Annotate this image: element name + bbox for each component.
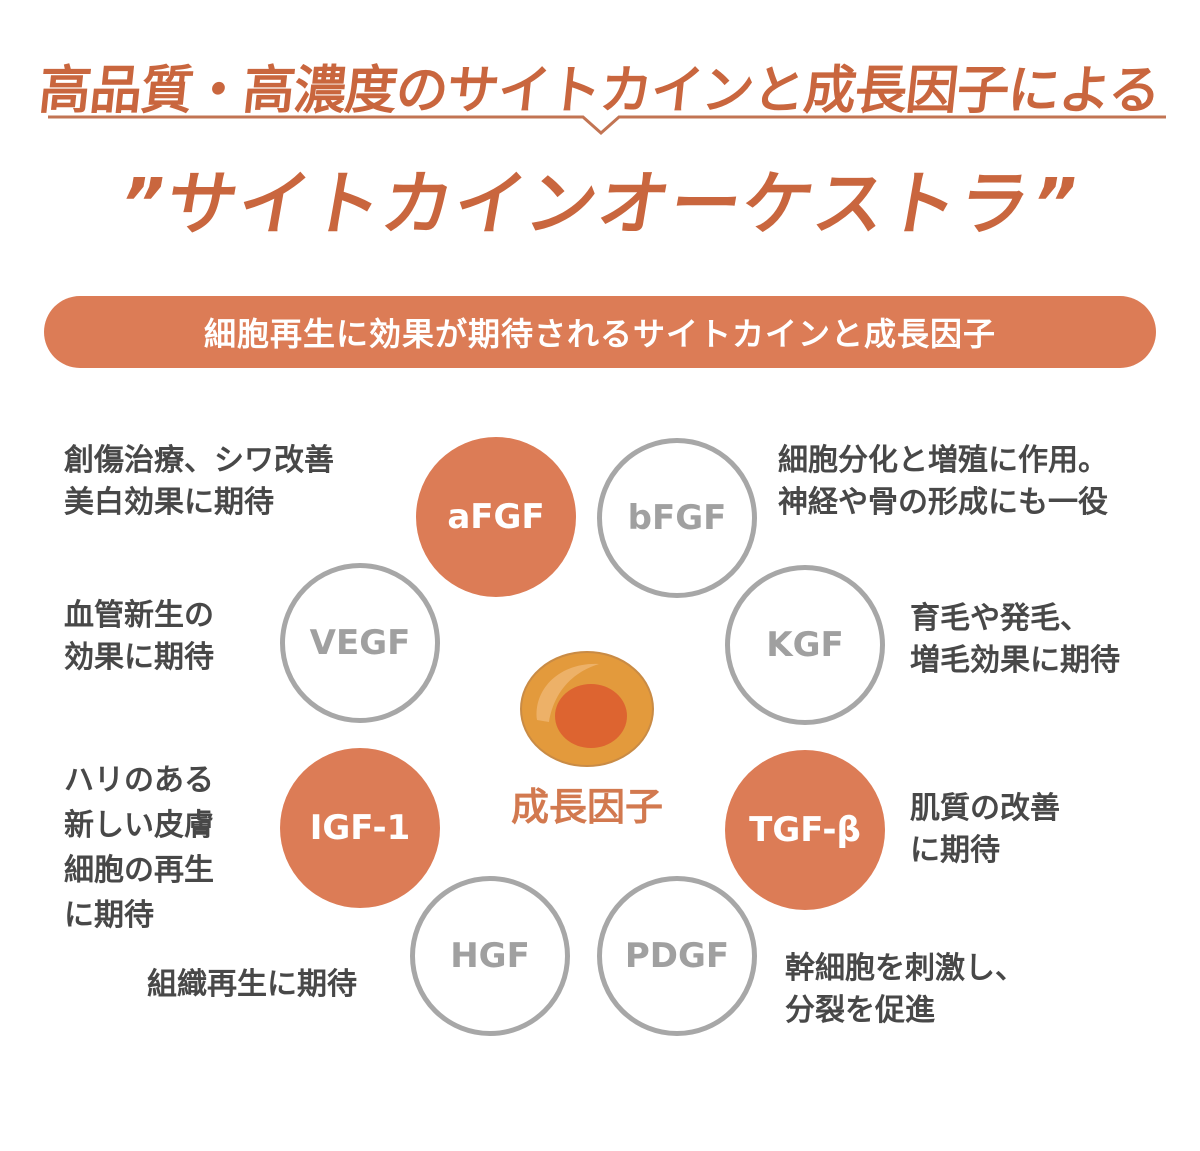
factor-circle-tgfb: TGF-β	[725, 750, 885, 910]
factor-name: bFGF	[627, 498, 727, 538]
factor-name: IGF-1	[309, 808, 411, 848]
factor-name: HGF	[450, 936, 530, 976]
factor-circle-bfgf: bFGF	[597, 438, 757, 598]
factor-name: aFGF	[447, 497, 545, 537]
factor-circle-afgf: aFGF	[416, 437, 576, 597]
factor-desc-bfgf: 細胞分化と増殖に作用。 神経や骨の形成にも一役	[778, 443, 1108, 520]
cell-icon	[520, 651, 654, 767]
factor-circle-pdgf: PDGF	[597, 876, 757, 1036]
factor-circle-kgf: KGF	[725, 565, 885, 725]
factor-desc-afgf: 創傷治療、シワ改善 美白効果に期待	[64, 443, 334, 520]
section-badge: 細胞再生に効果が期待されるサイトカインと成長因子	[44, 296, 1156, 368]
divider-with-notch	[48, 115, 1166, 136]
factor-name: KGF	[766, 625, 844, 665]
factor-name: TGF-β	[749, 810, 861, 850]
factor-desc-igf1: ハリのある 新しい皮膚 細胞の再生 に期待	[64, 763, 214, 933]
factor-desc-pdgf: 幹細胞を刺激し、 分裂を促進	[785, 951, 1025, 1028]
factor-desc-vegf: 血管新生の 効果に期待	[64, 598, 214, 675]
factor-circle-igf1: IGF-1	[280, 748, 440, 908]
factor-name: VEGF	[309, 623, 411, 663]
section-badge-label: 細胞再生に効果が期待されるサイトカインと成長因子	[203, 315, 996, 353]
factor-desc-hgf: 組織再生に期待	[147, 967, 357, 1002]
factor-name: PDGF	[624, 936, 730, 976]
factor-circle-vegf: VEGF	[280, 563, 440, 723]
center-label: 成長因子	[510, 785, 663, 829]
factor-desc-tgfb: 肌質の改善 に期待	[910, 791, 1060, 868]
factor-desc-kgf: 育毛や発毛、 増毛効果に期待	[910, 601, 1120, 678]
subtitle: ”サイトカインオーケストラ”	[111, 163, 1087, 245]
factor-circle-hgf: HGF	[410, 876, 570, 1036]
